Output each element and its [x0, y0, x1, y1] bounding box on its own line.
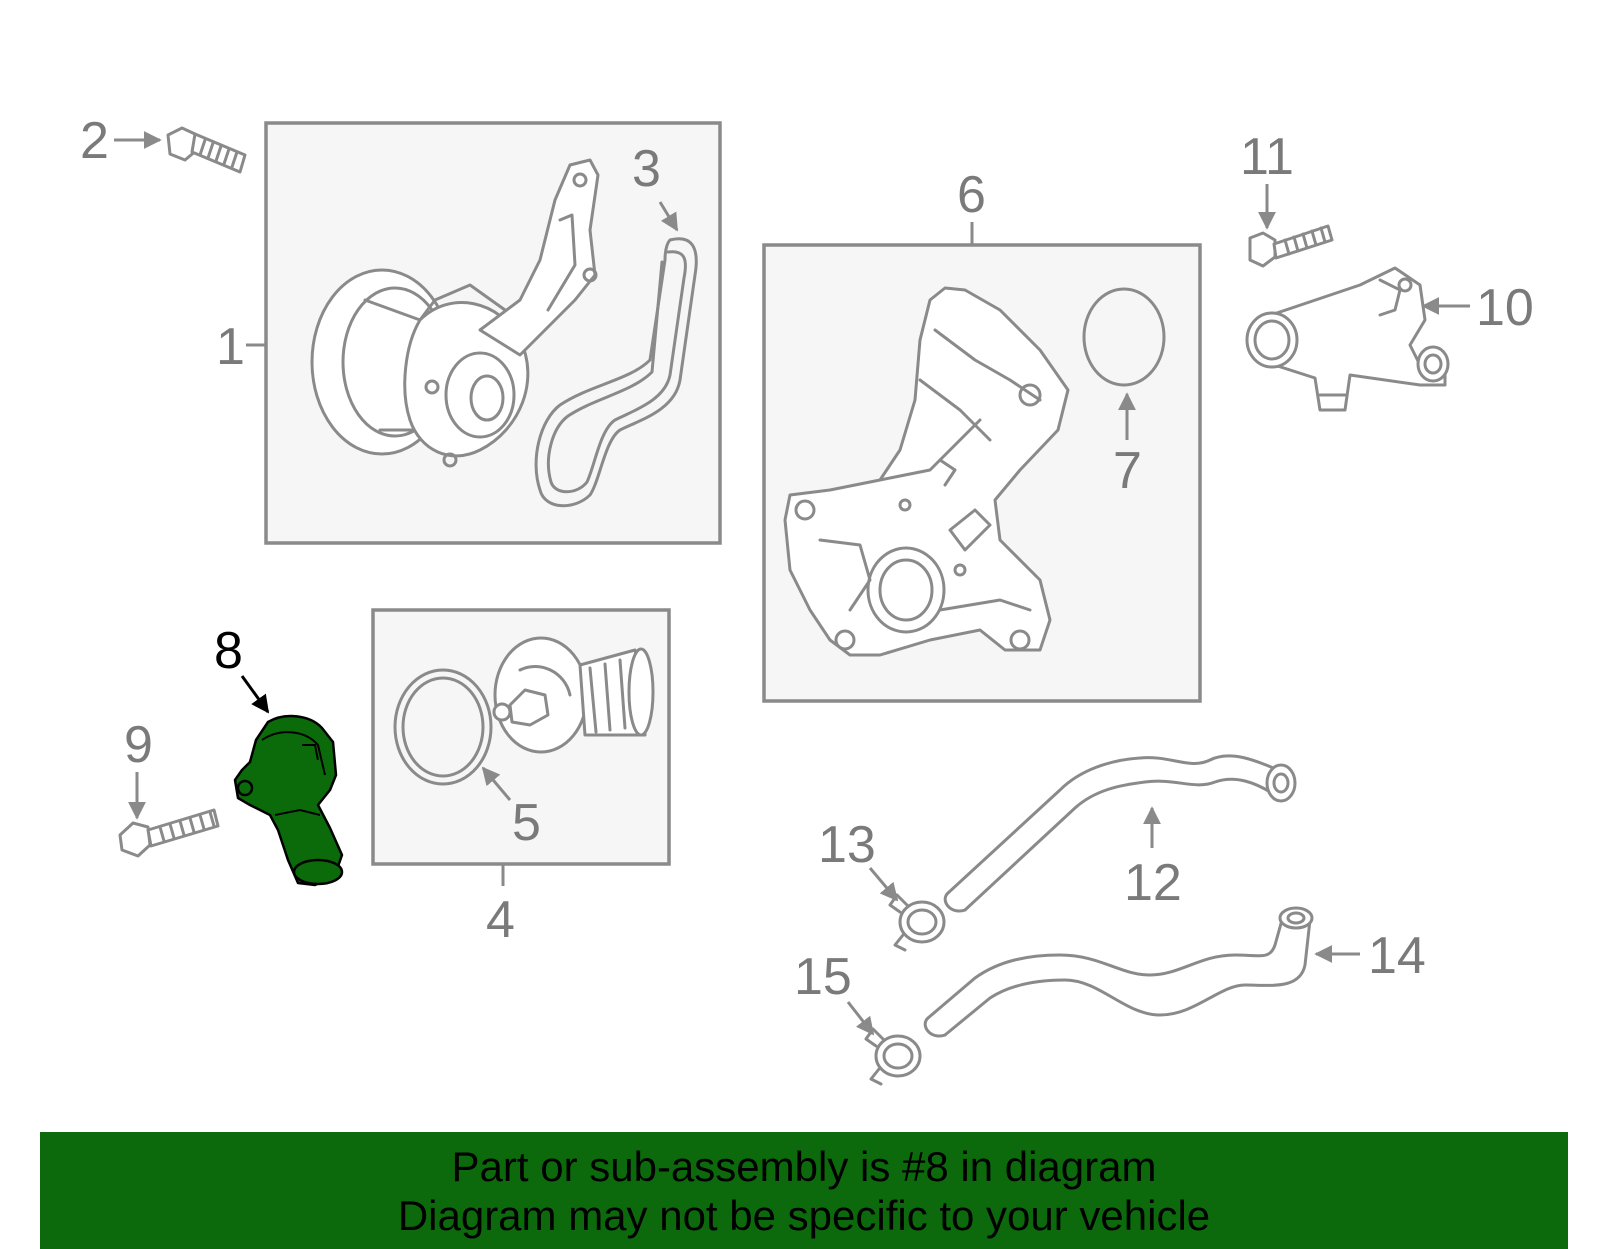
callout-3: 3 — [632, 140, 661, 198]
hose-14-part[interactable] — [923, 906, 1314, 1038]
bolt-9-part[interactable] — [118, 808, 220, 858]
callout-10: 10 — [1476, 279, 1534, 337]
callout-4: 4 — [486, 891, 515, 949]
water-pump-part[interactable] — [310, 158, 600, 468]
thermostat-gasket-5-part[interactable] — [393, 668, 493, 786]
timing-chain-cover-part[interactable] — [783, 286, 1070, 657]
callout-1: 1 — [216, 318, 245, 376]
callout-11: 11 — [1240, 128, 1294, 186]
leader-15 — [846, 1001, 875, 1036]
banner-line-1: Part or sub-assembly is #8 in diagram — [451, 1143, 1157, 1190]
thermostat-cover-8-part[interactable] — [233, 714, 344, 887]
water-outlet-10-part[interactable] — [1245, 266, 1450, 412]
callout-6: 6 — [957, 166, 986, 224]
callout-14: 14 — [1368, 927, 1426, 985]
clamp-13-part[interactable] — [888, 893, 946, 952]
thermostat-part[interactable] — [492, 636, 655, 754]
callout-13: 13 — [818, 816, 876, 874]
callout-15: 15 — [794, 948, 852, 1006]
info-banner: Part or sub-assembly is #8 in diagram Di… — [40, 1132, 1568, 1249]
callout-8: 8 — [214, 622, 243, 680]
water-pump-gasket-part[interactable] — [534, 237, 698, 508]
hose-12-part[interactable] — [943, 754, 1297, 913]
parts-diagram: 1 3 2 6 7 11 — [80, 112, 1534, 1086]
bolt-11-part[interactable] — [1248, 224, 1334, 268]
callout-12: 12 — [1124, 854, 1182, 912]
leader-13 — [868, 867, 899, 902]
callout-2: 2 — [80, 112, 109, 170]
clamp-15-part[interactable] — [864, 1027, 922, 1086]
leader-5 — [481, 766, 512, 801]
bolt-2-part[interactable] — [166, 126, 247, 174]
callout-5: 5 — [512, 794, 541, 852]
leader-8 — [240, 675, 270, 714]
banner-line-2: Diagram may not be specific to your vehi… — [397, 1192, 1211, 1239]
callout-7: 7 — [1113, 442, 1142, 500]
leader-3 — [658, 201, 679, 232]
callout-9: 9 — [124, 716, 153, 774]
o-ring-7-part[interactable] — [1082, 287, 1166, 387]
